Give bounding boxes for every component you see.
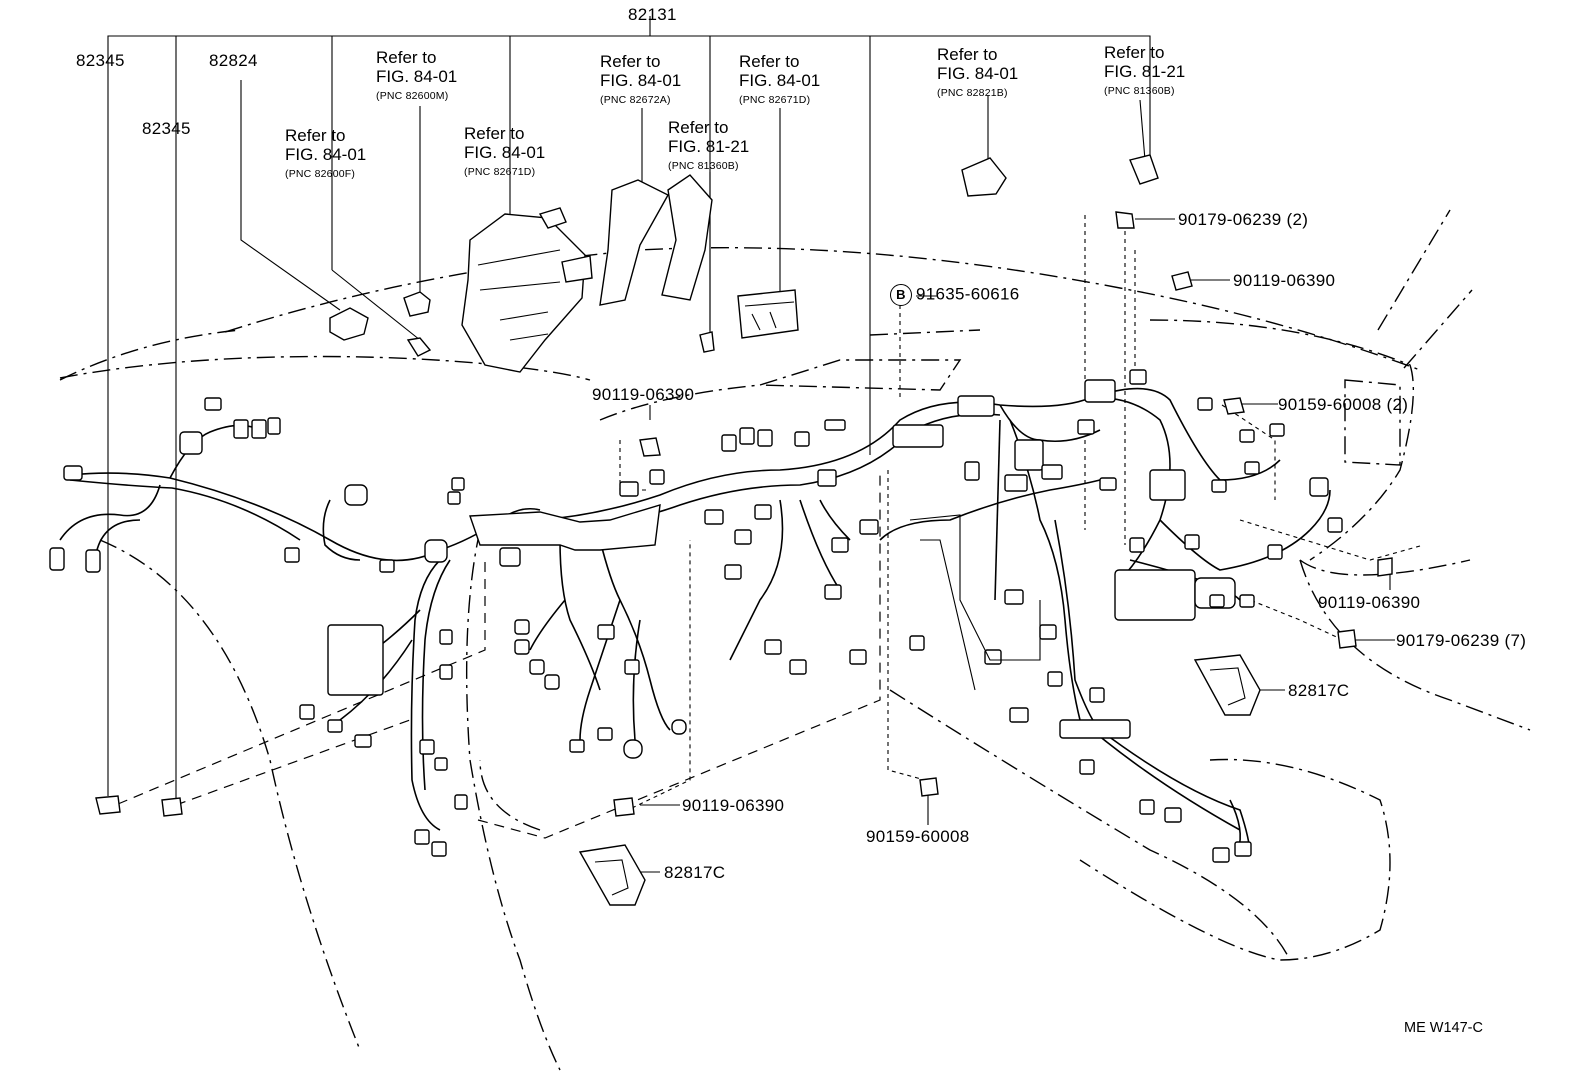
ref-note-82671D-a: Refer to FIG. 84-01 (PNC 82671D) [464, 124, 546, 178]
part-label-82824: 82824 [209, 51, 258, 70]
part-label-90179-06239-2: 90179-06239 (2) [1178, 210, 1309, 229]
ref-note-82671D-b: Refer to FIG. 84-01 (PNC 82671D) [739, 52, 821, 106]
center-console [909, 514, 1041, 691]
part-label-82345-b: 82345 [142, 119, 191, 138]
part-label-90159-60008-2: 90159-60008 (2) [1278, 395, 1409, 414]
harness-connectors [49, 369, 1343, 863]
ref-note-82600M: Refer to FIG. 84-01 (PNC 82600M) [376, 48, 458, 102]
leader-lines [107, 80, 1395, 873]
part-label-82817C-b: 82817C [664, 863, 726, 882]
part-label-90119-06390-c: 90119-06390 [1318, 593, 1421, 612]
ref-note-82821B: Refer to FIG. 84-01 (PNC 82821B) [937, 45, 1019, 99]
wire-harness [59, 387, 1331, 856]
part-label-90119-06390-d: 90119-06390 [682, 796, 785, 815]
ref-note-81360B-b: Refer to FIG. 81-21 (PNC 81360B) [1104, 43, 1186, 97]
ref-note-82600F: Refer to FIG. 84-01 (PNC 82600F) [285, 126, 367, 180]
bolt-mark-b: B [890, 284, 912, 306]
part-label-82345-a: 82345 [76, 51, 125, 70]
harness-part-label: 82131 [628, 5, 677, 24]
ref-note-82672A: Refer to FIG. 84-01 (PNC 82672A) [600, 52, 682, 106]
separate-parts [95, 154, 1393, 906]
dashboard-outline [59, 209, 1531, 1071]
part-label-90119-06390-b: 90119-06390 [592, 385, 695, 404]
ref-note-81360B-a: Refer to FIG. 81-21 (PNC 81360B) [668, 118, 750, 172]
part-label-82817C-a: 82817C [1288, 681, 1350, 700]
part-label-90119-06390-a: 90119-06390 [1233, 271, 1336, 290]
part-label-90159-60008: 90159-60008 [866, 827, 970, 846]
figure-code: ME W147-C [1404, 1020, 1483, 1036]
part-label-90179-06239-7: 90179-06239 (7) [1396, 631, 1527, 650]
